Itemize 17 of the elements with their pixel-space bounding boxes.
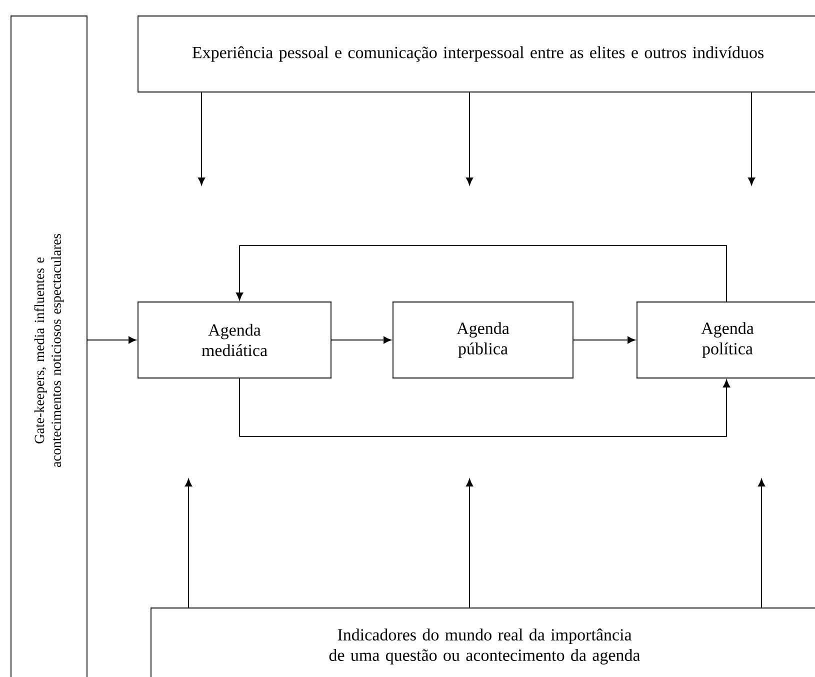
agenda-box: Agenda pública bbox=[392, 302, 574, 378]
text-box: Gate-keepers, media influentes e acontecimentos noticiosos espectaculares bbox=[10, 16, 88, 677]
arrow bbox=[466, 478, 474, 608]
arrow bbox=[573, 336, 636, 344]
arrow bbox=[331, 336, 392, 344]
arrow bbox=[198, 92, 206, 186]
agenda-box: Agenda mediática bbox=[138, 302, 332, 378]
arrow bbox=[87, 336, 136, 344]
arrow bbox=[236, 245, 727, 302]
text-box: Indicadores do mundo real da importância de uma questão ou acontecimento da agenda bbox=[150, 608, 815, 677]
arrow bbox=[239, 378, 730, 437]
arrow bbox=[748, 92, 756, 186]
arrow bbox=[466, 92, 474, 186]
arrow bbox=[184, 478, 192, 608]
agenda-box: Agenda política bbox=[636, 302, 815, 378]
arrow bbox=[758, 478, 766, 608]
text-box: Experiência pessoal e comunicação interpessoal entre as elites e outros indivíduos bbox=[138, 16, 815, 92]
